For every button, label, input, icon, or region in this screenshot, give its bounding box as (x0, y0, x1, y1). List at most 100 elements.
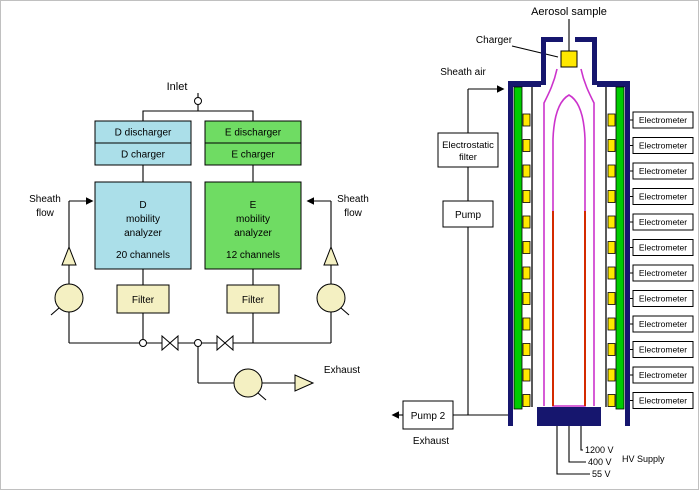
valve-icon (161, 334, 179, 352)
e-analyzer-line2: mobility (236, 214, 270, 225)
left-flow-diagram: Inlet D discharger D charger E discharge… (29, 81, 369, 401)
column-wall-left (508, 85, 513, 426)
aerosol-sample-label: Aerosol sample (531, 6, 607, 18)
electrometer-label: Electrometer (639, 345, 687, 355)
electrostatic-filter-label-1: Electrostatic (442, 140, 494, 151)
channel-wall-right (580, 68, 595, 406)
e-discharger-label: E discharger (225, 128, 282, 139)
inlet-cup-top-left (541, 37, 563, 42)
electrostatic-filter-box (437, 132, 499, 168)
electrode-cell-right (607, 266, 616, 280)
hv-lead-55 (556, 426, 590, 475)
electrometer-box (632, 290, 694, 307)
pump-icon (316, 283, 346, 313)
pump-tail (257, 392, 267, 401)
sheath-loop-right: Sheath flow (306, 194, 369, 343)
electrometer-box (632, 111, 694, 129)
electrometer-label: Electrometer (639, 217, 687, 227)
electrode-cell-left (522, 292, 531, 305)
electrometer-rows: ElectrometerElectrometerElectrometerElec… (522, 111, 694, 409)
electrode-cell-right (607, 215, 616, 229)
voltage-label-55: 55 V (592, 469, 611, 479)
electrode-cell-left (522, 164, 531, 178)
electrometer-box (632, 162, 694, 180)
hv-supply-label: HV Supply (622, 454, 665, 464)
electrode-cell-left (522, 394, 531, 407)
electrometer-box (632, 137, 694, 154)
d-charger-label: D charger (121, 150, 166, 161)
inlet-split-line (142, 110, 254, 121)
sheath-air-label: Sheath air (440, 67, 486, 78)
electrode-cell-left (522, 241, 531, 254)
d-discharger-label: D discharger (115, 128, 172, 139)
sheath-flow-right-label-2: flow (344, 208, 363, 219)
electrode-cell-right (607, 317, 616, 331)
electrode-cell-left (522, 343, 531, 356)
electrode-column-right (615, 86, 625, 410)
junction-dot (139, 339, 147, 347)
filter-right-box (226, 284, 280, 314)
column-cap-right (597, 81, 630, 87)
pump-tail (50, 307, 60, 316)
electrometer-label: Electrometer (639, 268, 687, 278)
electrometer-box (632, 341, 694, 358)
voltage-label-1200: 1200 V (585, 445, 614, 455)
electrometer-box (632, 366, 694, 384)
electrode-cell-right (607, 292, 616, 305)
voltage-label-400: 400 V (588, 457, 612, 467)
electrode-cell-right (607, 164, 616, 178)
charger-box (560, 50, 578, 68)
e-analyzer-line1: E (250, 200, 257, 211)
electrometer-label: Electrometer (639, 243, 687, 253)
pump-tail (340, 307, 350, 316)
electrode-cell-right (607, 241, 616, 254)
electrode-cell-right (607, 139, 616, 152)
electrode-cell-right (607, 113, 616, 127)
electrometer-box (632, 264, 694, 282)
e-charger-label: E charger (231, 150, 275, 161)
d-analyzer-channels: 20 channels (116, 250, 170, 261)
inlet-cup-wall-right (592, 37, 597, 85)
electrometer-box (632, 315, 694, 333)
electrometer-label: Electrometer (639, 396, 687, 406)
flow-channel-walls (543, 68, 595, 406)
electrometer-label: Electrometer (639, 192, 687, 202)
electrometer-label: Electrometer (639, 370, 687, 380)
exhaust-right-label: Exhaust (413, 436, 449, 447)
electrometer-label: Electrometer (639, 294, 687, 304)
lower-electrode-section (552, 211, 586, 406)
electrometer-label: Electrometer (639, 166, 687, 176)
inlet-label: Inlet (167, 81, 188, 93)
electrode-cell-right (607, 343, 616, 356)
exhaust-nozzle-icon (294, 374, 315, 392)
pump-icon (54, 283, 84, 313)
e-analyzer-line3: analyzer (234, 228, 272, 239)
valve-icon (216, 334, 234, 352)
check-valve-icon (323, 245, 339, 266)
electrode-cell-left (522, 113, 531, 127)
sheath-flow-right-label-1: Sheath (337, 194, 369, 205)
filter-left-label: Filter (132, 295, 155, 306)
electrode-cell-left (522, 266, 531, 280)
column-base-electrode (537, 407, 601, 426)
electrode-cell-left (522, 139, 531, 152)
pump-label: Pump (455, 210, 482, 221)
d-analyzer-line1: D (139, 200, 146, 211)
electrode-cell-left (522, 317, 531, 331)
check-valve-icon (61, 245, 77, 266)
column-wall-right (625, 85, 630, 426)
hv-leads: 1200 V 400 V 55 V HV Supply (556, 426, 665, 479)
electrometer-label: Electrometer (639, 141, 687, 151)
column-cross-section-diagram: Aerosol sample Charger (391, 6, 694, 479)
electrometer-box (632, 392, 694, 409)
electrode-cell-right (607, 394, 616, 407)
sheath-flow-left-label-2: flow (36, 208, 55, 219)
electrometer-box (632, 213, 694, 231)
channel-wall-left (543, 68, 558, 406)
sheath-flow-left-label-1: Sheath (29, 194, 61, 205)
central-electrode-body (552, 94, 586, 407)
electrometer-box (632, 188, 694, 205)
charger-callout-label: Charger (476, 35, 513, 46)
inlet-cup-top-right (575, 37, 597, 42)
